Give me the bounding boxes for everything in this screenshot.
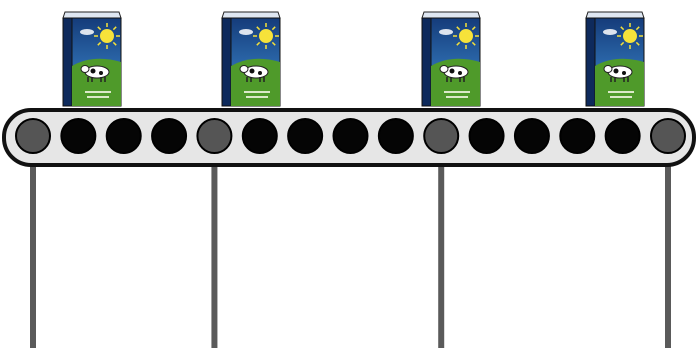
drive-roller	[107, 119, 141, 153]
drive-roller	[470, 119, 504, 153]
drive-roller	[288, 119, 322, 153]
support-roller	[424, 119, 458, 153]
cloud-icon	[603, 29, 617, 35]
support-roller	[651, 119, 685, 153]
support-leg	[438, 136, 444, 348]
drive-roller	[243, 119, 277, 153]
cloud-icon	[439, 29, 453, 35]
milk-carton	[222, 12, 280, 106]
drive-roller	[61, 119, 95, 153]
drive-roller	[334, 119, 368, 153]
sun-icon	[100, 29, 114, 43]
support-leg	[211, 136, 217, 348]
cloud-icon	[80, 29, 94, 35]
drive-roller	[515, 119, 549, 153]
sun-icon	[459, 29, 473, 43]
cloud-icon	[239, 29, 253, 35]
drive-roller	[560, 119, 594, 153]
sun-icon	[623, 29, 637, 43]
drive-roller	[606, 119, 640, 153]
drive-roller	[379, 119, 413, 153]
support-leg	[665, 136, 671, 348]
support-legs	[30, 136, 671, 348]
milk-carton	[422, 12, 480, 106]
drive-roller	[152, 119, 186, 153]
support-roller	[197, 119, 231, 153]
milk-carton	[586, 12, 644, 106]
milk-carton	[63, 12, 121, 106]
milk-cartons	[63, 12, 644, 106]
sun-icon	[259, 29, 273, 43]
rollers	[16, 119, 685, 153]
support-leg	[30, 136, 36, 348]
support-roller	[16, 119, 50, 153]
